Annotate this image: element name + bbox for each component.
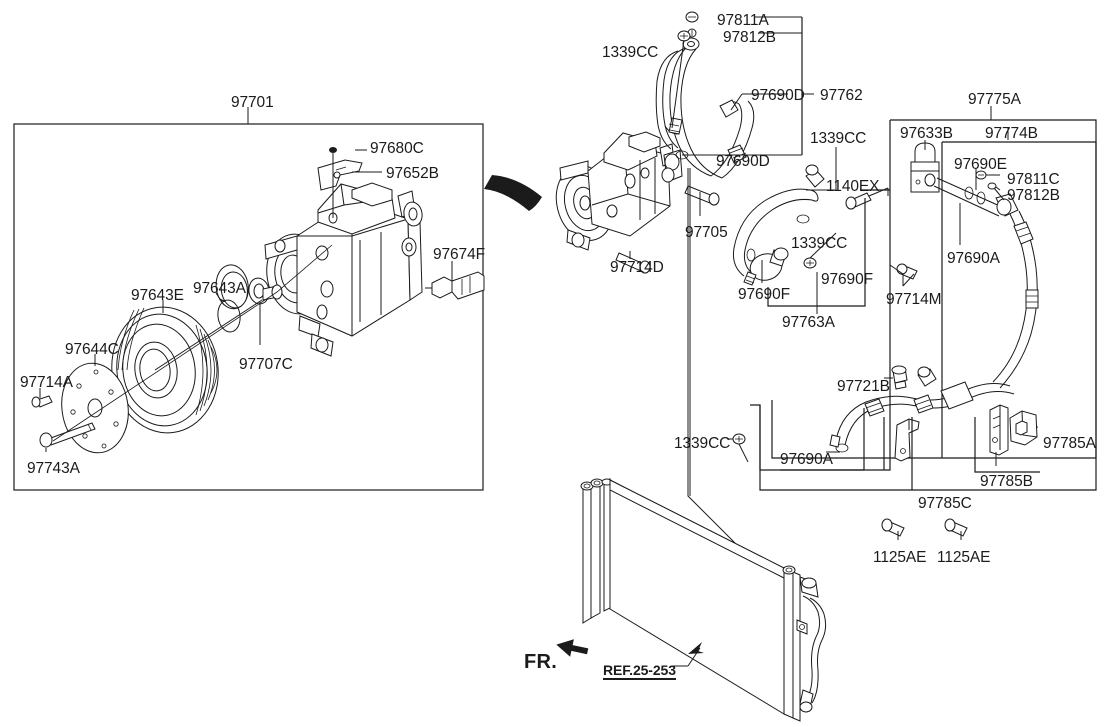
part-label-1339cc-mid: 1339CC bbox=[810, 130, 867, 147]
bolt-97714m bbox=[889, 263, 918, 287]
part-label-97785b: 97785B bbox=[980, 473, 1033, 490]
reference-label: REF.25-253 bbox=[603, 662, 676, 680]
group-box-97690a-lower bbox=[759, 405, 865, 471]
part-label-97714m: 97714M bbox=[886, 291, 942, 308]
part-label-1125ae-left: 1125AE bbox=[873, 549, 927, 566]
hose-brackets bbox=[883, 404, 1040, 490]
part-label-97633b: 97633B bbox=[900, 125, 953, 142]
part-label-97680c: 97680C bbox=[370, 140, 424, 157]
part-label-97674f: 97674F bbox=[433, 246, 485, 263]
part-label-97707c: 97707C bbox=[239, 356, 293, 373]
front-direction-label: FR. bbox=[524, 651, 558, 673]
callout-leaders-left bbox=[39, 149, 453, 452]
part-label-97705: 97705 bbox=[685, 224, 728, 241]
part-label-97690d-lower: 97690D bbox=[716, 153, 770, 170]
part-label-97643e: 97643E bbox=[131, 287, 184, 304]
part-label-97690f-left: 97690F bbox=[738, 286, 790, 303]
part-label-1339cc-hose: 1339CC bbox=[791, 235, 848, 252]
bolts-1125ae bbox=[881, 518, 968, 540]
group-label-97763a: 97763A bbox=[782, 314, 835, 331]
part-label-97743a: 97743A bbox=[27, 460, 80, 477]
compressor-exploded-view bbox=[31, 147, 485, 454]
discharge-hose-97762 bbox=[655, 11, 814, 179]
part-label-97652b: 97652B bbox=[386, 165, 439, 182]
group-label-97762: 97762 bbox=[820, 87, 863, 104]
part-label-97690f-right: 97690F bbox=[821, 271, 873, 288]
part-label-97714d: 97714D bbox=[610, 259, 664, 276]
pressure-switch-97721b bbox=[884, 365, 908, 390]
part-label-97690d-upper: 97690D bbox=[751, 87, 805, 104]
part-label-97690e: 97690E bbox=[954, 156, 1007, 173]
part-label-97690a-upper: 97690A bbox=[947, 250, 1000, 267]
part-label-97690a-lower: 97690A bbox=[780, 451, 833, 468]
part-label-97812b-right: 97812B bbox=[1007, 187, 1060, 204]
group-box-97774b bbox=[771, 128, 1097, 459]
condenser-assembly bbox=[580, 478, 827, 722]
part-label-97785a: 97785A bbox=[1043, 435, 1096, 452]
part-label-97811c: 97811C bbox=[1007, 171, 1060, 188]
part-label-97785c: 97785C bbox=[918, 495, 972, 512]
front-direction-arrow bbox=[556, 639, 590, 657]
group-label-97774b: 97774B bbox=[985, 125, 1038, 142]
mount-bolts bbox=[615, 185, 720, 274]
part-label-1125ae-right: 1125AE bbox=[937, 549, 991, 566]
receiver-drier-97633b bbox=[910, 140, 940, 193]
group-label-97775a: 97775A bbox=[968, 91, 1021, 108]
part-label-1140ex: 1140EX bbox=[826, 178, 880, 195]
liquid-hose-lower bbox=[826, 366, 1015, 453]
liquid-pipe-97774b bbox=[933, 169, 1039, 389]
part-label-97812b-top: 97812B bbox=[723, 29, 776, 46]
part-label-97644c: 97644C bbox=[65, 341, 119, 358]
compressor-installed-view bbox=[484, 131, 683, 251]
compressor-body bbox=[262, 182, 423, 357]
part-label-97721b: 97721B bbox=[837, 378, 890, 395]
part-label-1339cc-bottom: 1339CC bbox=[674, 435, 731, 452]
part-label-97701: 97701 bbox=[231, 94, 274, 111]
part-label-97811a: 97811A bbox=[717, 12, 769, 29]
part-label-1339cc-top: 1339CC bbox=[602, 44, 659, 61]
group-box-97701 bbox=[13, 107, 484, 491]
suction-hose-97763a bbox=[733, 147, 889, 314]
part-label-97643a: 97643A bbox=[193, 280, 246, 297]
part-label-97714a: 97714A bbox=[20, 374, 73, 391]
